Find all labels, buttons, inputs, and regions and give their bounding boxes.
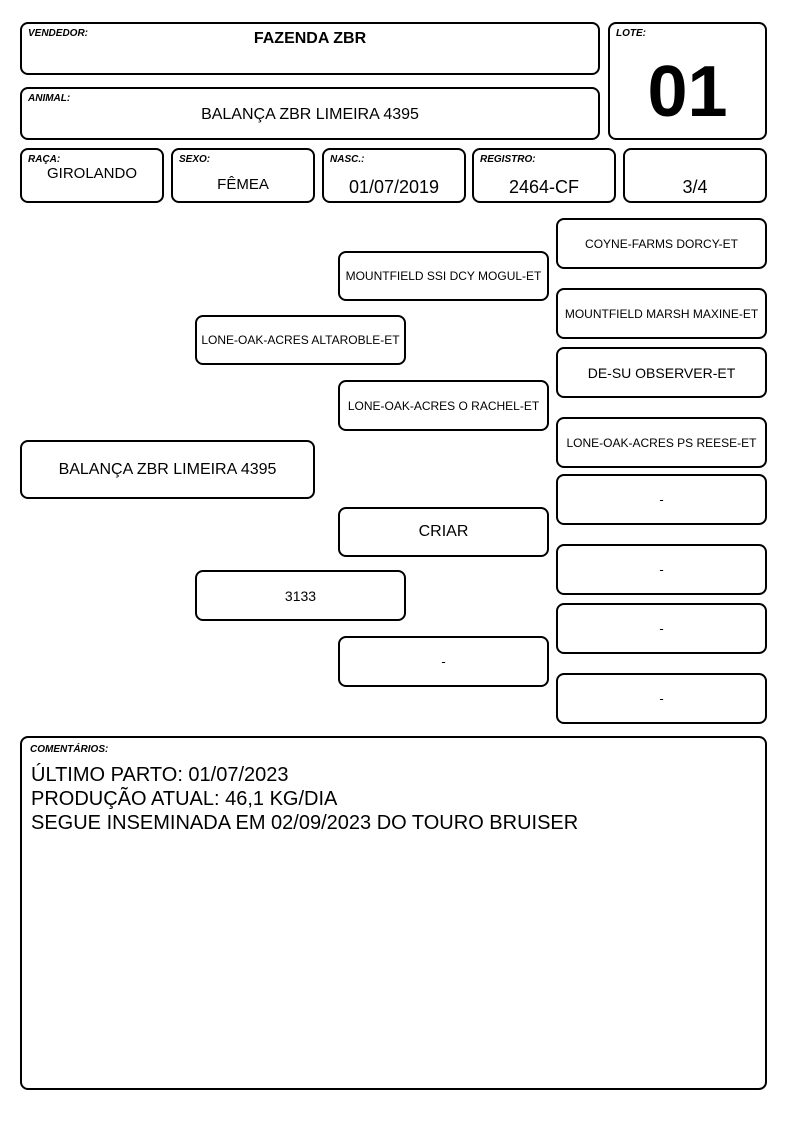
animal-box: ANIMAL: BALANÇA ZBR LIMEIRA 4395 — [20, 87, 600, 140]
pedigree-dam: 3133 — [195, 570, 406, 621]
breed-value: GIROLANDO — [46, 165, 137, 182]
lot-box: LOTE: 01 — [608, 22, 767, 140]
pedigree-ggp-5: - — [556, 474, 767, 525]
comment-line: PRODUÇÃO ATUAL: 46,1 KG/DIA — [31, 788, 338, 810]
sex-label: SEXO: — [179, 154, 211, 165]
breed-label: RAÇA: — [28, 154, 61, 165]
registry-value: 2464-CF — [508, 177, 580, 197]
registry-box: REGISTRO: 2464-CF — [472, 148, 616, 203]
seller-value: FAZENDA ZBR — [253, 30, 367, 47]
animal-label: ANIMAL: — [28, 93, 71, 104]
birth-value: 01/07/2019 — [348, 177, 440, 197]
pedigree-sire-sire: MOUNTFIELD SSI DCY MOGUL-ET — [338, 251, 549, 301]
comments-box: COMENTÁRIOS: ÚLTIMO PARTO: 01/07/2023 PR… — [20, 736, 767, 1090]
comment-line: ÚLTIMO PARTO: 01/07/2023 — [31, 764, 289, 786]
grade-value: 3/4 — [682, 177, 708, 197]
pedigree-ggp-8: - — [556, 673, 767, 724]
pedigree-sire: LONE-OAK-ACRES ALTAROBLE-ET — [195, 315, 406, 365]
lot-label: LOTE: — [616, 28, 646, 39]
birth-label: NASC.: — [330, 154, 365, 165]
seller-label: VENDEDOR: — [28, 28, 89, 39]
comments-label: COMENTÁRIOS: — [30, 744, 109, 755]
pedigree-ggp-7: - — [556, 603, 767, 654]
pedigree-ggp-1: COYNE-FARMS DORCY-ET — [556, 218, 767, 269]
comment-line: SEGUE INSEMINADA EM 02/09/2023 DO TOURO … — [31, 812, 579, 834]
pedigree-dam-sire: CRIAR — [338, 507, 549, 557]
breed-box: RAÇA: GIROLANDO — [20, 148, 164, 203]
lot-number: 01 — [647, 52, 728, 132]
pedigree-ggp-6: - — [556, 544, 767, 595]
pedigree-sire-dam: LONE-OAK-ACRES O RACHEL-ET — [338, 380, 549, 431]
registry-label: REGISTRO: — [480, 154, 536, 165]
pedigree-ggp-3: DE-SU OBSERVER-ET — [556, 347, 767, 398]
animal-name: BALANÇA ZBR LIMEIRA 4395 — [201, 106, 419, 123]
grade-box: 3/4 — [623, 148, 767, 203]
pedigree-ggp-4: LONE-OAK-ACRES PS REESE-ET — [556, 417, 767, 468]
pedigree-dam-dam: - — [338, 636, 549, 687]
pedigree-ggp-2: MOUNTFIELD MARSH MAXINE-ET — [556, 288, 767, 339]
sex-box: SEXO: FÊMEA — [171, 148, 315, 203]
sex-value: FÊMEA — [217, 176, 269, 193]
comments-text: ÚLTIMO PARTO: 01/07/2023 PRODUÇÃO ATUAL:… — [31, 763, 755, 835]
birth-box: NASC.: 01/07/2019 — [322, 148, 466, 203]
pedigree-animal: BALANÇA ZBR LIMEIRA 4395 — [20, 440, 315, 499]
seller-box: VENDEDOR: FAZENDA ZBR — [20, 22, 600, 75]
